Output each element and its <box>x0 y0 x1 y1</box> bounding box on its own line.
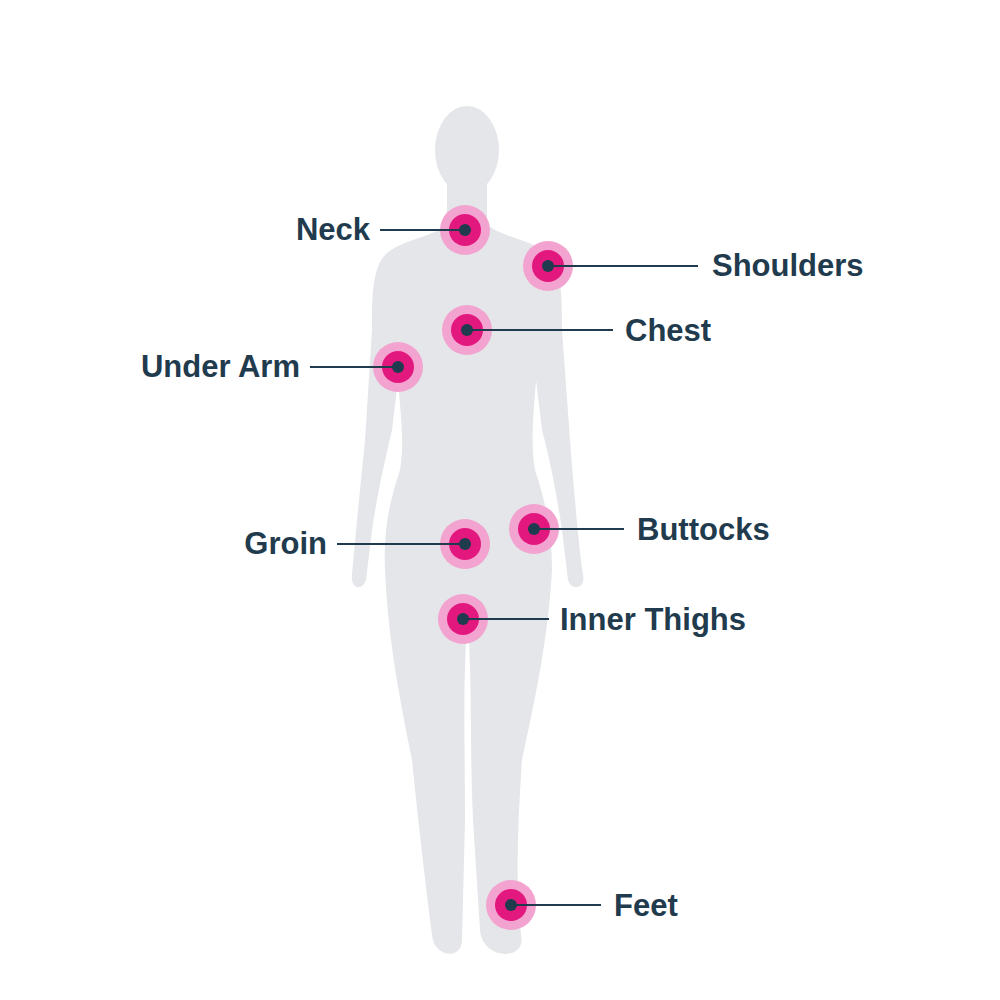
marker-dot <box>457 613 469 625</box>
marker-dot <box>459 538 471 550</box>
leader-line <box>463 618 549 620</box>
marker-dot <box>528 523 540 535</box>
marker-dot <box>459 224 471 236</box>
body-part-label: Neck <box>296 213 370 247</box>
leader-line <box>534 528 624 530</box>
body-part-label: Buttocks <box>637 513 770 547</box>
marker-dot <box>505 899 517 911</box>
leader-line <box>337 543 465 545</box>
marker-group <box>373 205 573 930</box>
body-part-label: Groin <box>244 527 327 561</box>
body-part-label: Shoulders <box>712 249 864 283</box>
marker-dot <box>461 324 473 336</box>
leader-line <box>380 229 465 231</box>
leader-line <box>467 329 613 331</box>
body-part-label: Under Arm <box>141 350 300 384</box>
marker-dots <box>392 224 554 911</box>
marker-dot <box>542 260 554 272</box>
marker-dot <box>392 361 404 373</box>
leader-line <box>511 904 601 906</box>
body-part-label: Feet <box>614 889 678 923</box>
body-part-label: Chest <box>625 314 711 348</box>
body-part-label: Inner Thighs <box>560 603 746 637</box>
leader-line <box>310 366 398 368</box>
leader-line <box>548 265 698 267</box>
